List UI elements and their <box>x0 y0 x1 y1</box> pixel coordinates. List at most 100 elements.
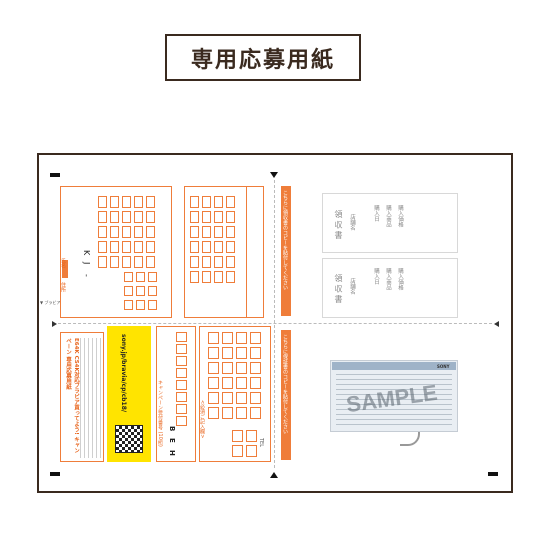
grid-cell <box>122 241 131 253</box>
grid-cell <box>190 256 199 268</box>
grid-cell <box>146 196 155 208</box>
grid-cell <box>214 211 223 223</box>
address-label: 住所 <box>60 282 66 292</box>
grid-cell <box>98 226 107 238</box>
grid-cell <box>146 226 155 238</box>
name-char-2: - <box>82 274 91 277</box>
grid-cell <box>190 241 199 253</box>
grid-cell <box>98 211 107 223</box>
grid-cell <box>236 407 247 419</box>
grid-cell <box>202 256 211 268</box>
price-label-top: 購入価格 <box>397 205 403 227</box>
grid-cell <box>134 256 143 268</box>
qr-code <box>115 425 143 453</box>
fold-line-horizontal <box>58 323 492 324</box>
triangle-mark-left <box>52 321 57 327</box>
grid-cell <box>250 392 261 404</box>
product-label-bottom: 購入商品 <box>385 268 391 290</box>
serial-prefix-0: H <box>168 450 176 456</box>
grid-cell <box>134 211 143 223</box>
triangle-mark-bottom <box>270 472 278 478</box>
grid-cell <box>176 416 187 426</box>
grid-cell <box>176 344 187 354</box>
receipt-title-bottom: 領 収 書 <box>334 274 343 304</box>
sony-brand: SONY <box>437 364 450 369</box>
grid-cell <box>134 226 143 238</box>
grid-cell <box>232 445 243 457</box>
fold-label: ▼ ブラビア <box>40 300 61 305</box>
registration-mark-bottom-right <box>488 472 498 476</box>
campaign-url: sony.jp/bravia/cp/cb18/ <box>120 334 127 413</box>
grid-cell <box>236 362 247 374</box>
serial-label: キャンペーン受付番号 (10桁) <box>157 380 163 447</box>
grid-cell <box>236 377 247 389</box>
grid-cell <box>136 272 145 282</box>
grid-cell <box>146 211 155 223</box>
triangle-mark-top <box>270 172 278 178</box>
grid-cell <box>124 300 133 310</box>
grid-cell <box>202 271 211 283</box>
campaign-heading: E64K CS4K对応ブラビア買ってよう! キャンペーン 専用応募用紙 <box>65 338 79 454</box>
orange-frame-right <box>246 186 264 318</box>
grid-cell <box>122 196 131 208</box>
store-label-bottom: 店舗名 <box>349 278 355 295</box>
grid-cell <box>222 407 233 419</box>
grid-cell <box>250 362 261 374</box>
grid-cell <box>214 196 223 208</box>
required-label: <必須ご記入欄> <box>199 400 205 439</box>
name-char-0: K <box>82 250 91 256</box>
grid-cell <box>146 241 155 253</box>
orange-band-bottom <box>281 330 291 460</box>
grid-cell <box>250 332 261 344</box>
grid-cell <box>222 377 233 389</box>
grid-cell <box>110 211 119 223</box>
name-label-tag <box>62 260 68 278</box>
grid-cell <box>208 407 219 419</box>
grid-cell <box>98 196 107 208</box>
grid-cell <box>236 392 247 404</box>
triangle-mark-right <box>494 321 499 327</box>
store-label-top: 店舗名 <box>349 214 355 231</box>
grid-cell <box>190 211 199 223</box>
grid-cell <box>176 404 187 414</box>
grid-cell <box>208 332 219 344</box>
terms-text-block <box>80 338 102 458</box>
grid-cell <box>250 407 261 419</box>
purchase-date-label-bottom: 購入日 <box>373 268 379 285</box>
grid-cell <box>202 211 211 223</box>
grid-cell <box>110 256 119 268</box>
grid-cell <box>122 211 131 223</box>
grid-cell <box>250 347 261 359</box>
grid-cell <box>222 392 233 404</box>
grid-cell <box>208 392 219 404</box>
grid-cell <box>222 347 233 359</box>
name-address-panel <box>60 186 172 318</box>
grid-cell <box>148 300 157 310</box>
name-char-1: J <box>82 262 91 265</box>
grid-cell <box>214 271 223 283</box>
grid-cell <box>110 196 119 208</box>
grid-cell <box>124 286 133 296</box>
grid-cell <box>226 241 235 253</box>
serial-prefix-1: E <box>168 438 176 443</box>
grid-cell <box>236 332 247 344</box>
grid-cell <box>134 241 143 253</box>
grid-cell <box>110 241 119 253</box>
fold-line-vertical <box>274 180 275 468</box>
grid-cell <box>98 241 107 253</box>
serial-number-panel <box>156 326 196 462</box>
product-label-top: 購入商品 <box>385 205 391 227</box>
grid-cell <box>202 241 211 253</box>
grid-cell <box>222 362 233 374</box>
grid-cell <box>190 226 199 238</box>
grid-cell <box>176 380 187 390</box>
grid-cell <box>148 286 157 296</box>
grid-cell <box>98 256 107 268</box>
receipt-title-top: 領 収 書 <box>334 210 343 240</box>
grid-cell <box>208 377 219 389</box>
receipt-frame-top <box>322 193 458 253</box>
grid-cell <box>122 226 131 238</box>
grid-cell <box>176 392 187 402</box>
grid-cell <box>190 196 199 208</box>
grid-cell <box>146 256 155 268</box>
